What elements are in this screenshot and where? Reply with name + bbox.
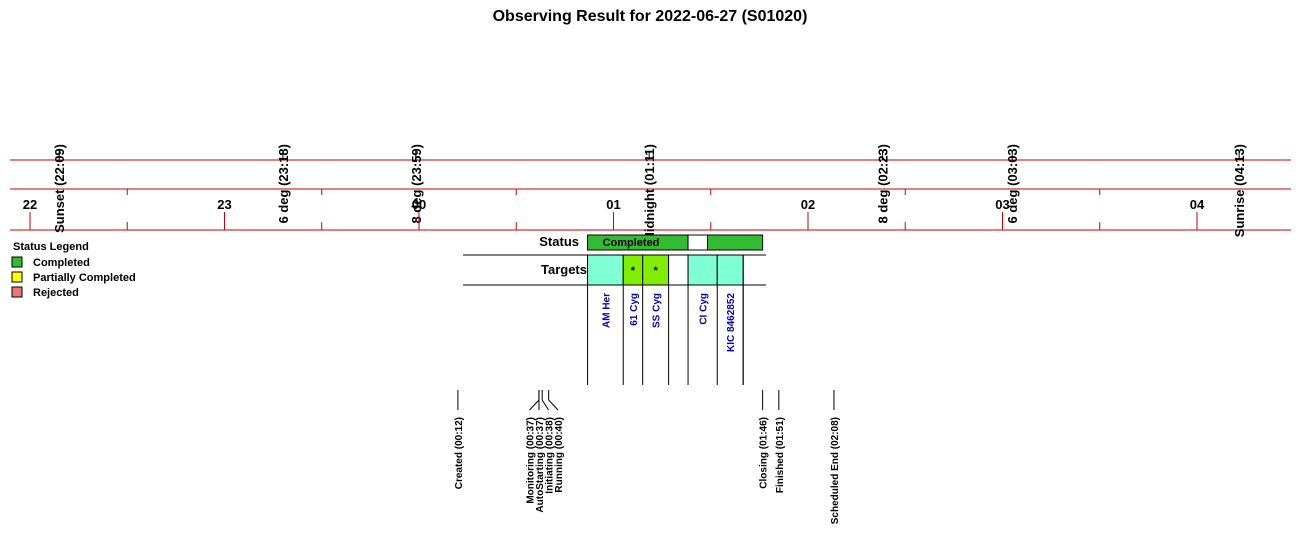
target-bar (642, 254, 670, 286)
target-mark: * (654, 265, 659, 277)
hour-tick-label: 02 (801, 197, 815, 212)
status-segment (687, 234, 709, 251)
target-bar (716, 254, 744, 286)
status-event-label: Finished (01:51) (775, 417, 786, 493)
axis-lines (10, 159, 1291, 231)
target-bar (668, 254, 689, 286)
status-events: Created (00:12) Monitoring (00:37)AutoSta… (454, 390, 841, 524)
targets-row-label: Targets (541, 262, 587, 277)
hour-tick-label: 01 (606, 197, 620, 212)
event-label: Sunrise (04:13) (1232, 144, 1247, 237)
legend-swatch (11, 271, 23, 283)
hour-tick-label: 03 (995, 197, 1009, 212)
target-bars: AM Her * 61 Cyg * SS Cyg CI Cyg KIC 8462852 (587, 254, 744, 385)
status-bar: Completed (587, 234, 764, 251)
legend-item-label: Completed (33, 257, 90, 269)
status-row-label: Status (539, 234, 579, 249)
status-segment (707, 234, 764, 251)
status-event-leader (529, 399, 540, 411)
target-mark: * (631, 265, 636, 277)
hour-tick-label: 04 (1190, 197, 1205, 212)
legend-title: Status Legend (13, 241, 89, 253)
chart-title: Observing Result for 2022-06-27 (S01020) (493, 8, 808, 25)
status-event-label: Created (00:12) (454, 417, 465, 489)
status-event-label: Scheduled End (02:08) (830, 417, 841, 524)
target-bar (587, 254, 624, 286)
event-label: Sunset (22:09) (52, 144, 67, 233)
status-event-label: Initiating (00:38) (545, 417, 556, 494)
event-label: 8 deg (02:23) (876, 144, 891, 223)
event-label: 6 deg (23:18) (276, 144, 291, 223)
twilight-events: Sunset (22:09) 6 deg (23:18) 8 deg (23:59)… (52, 144, 1247, 243)
status-event-label: AutoStarting (00:37) (535, 417, 546, 513)
target-label: 61 Cyg (629, 293, 640, 326)
status-event-leader (548, 399, 559, 411)
status-event-leader (541, 399, 549, 411)
legend-swatch (11, 286, 23, 298)
target-label: CI Cyg (699, 293, 710, 325)
hour-axis: 22 23 00 01 02 03 04 (23, 189, 1205, 230)
legend-swatch (11, 256, 23, 268)
event-label: 6 deg (03:03) (1005, 144, 1020, 223)
legend-item-label: Rejected (33, 287, 79, 299)
status-segment-label: Completed (603, 237, 660, 249)
hour-tick-label: 23 (217, 197, 231, 212)
hour-tick-label: 22 (23, 197, 37, 212)
target-label: AM Her (601, 293, 612, 328)
status-event-label: Monitoring (00:37) (526, 417, 537, 504)
event-label: 8 deg (23:59) (409, 144, 424, 223)
status-event-label: Closing (01:46) (759, 417, 770, 489)
legend-item-label: Partially Completed (33, 272, 136, 284)
target-bar (687, 254, 718, 286)
hour-tick-label: 00 (412, 197, 426, 212)
event-label: Midnight (01:11) (642, 144, 657, 243)
target-label: KIC 8462852 (726, 293, 737, 352)
target-label: SS Cyg (652, 293, 663, 328)
status-event-label: Running (00:40) (554, 417, 565, 493)
